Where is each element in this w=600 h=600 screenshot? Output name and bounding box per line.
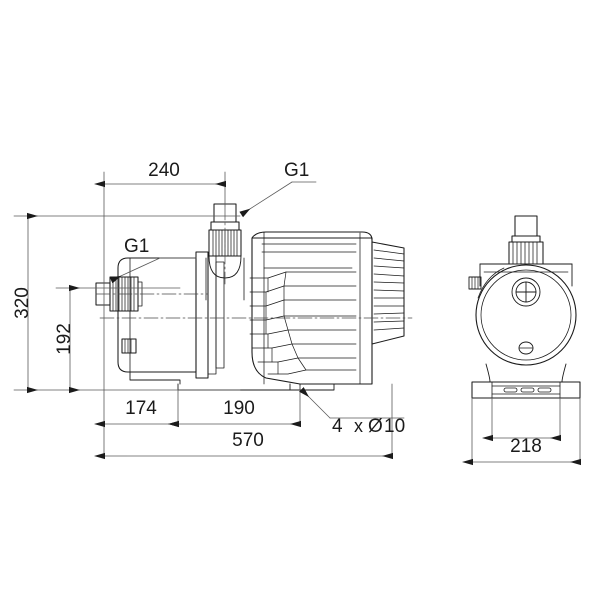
callout-texts: G1 G1 4 x Ø 10 — [124, 160, 405, 437]
dim-192-label: 192 — [54, 323, 75, 355]
side-elevation-view — [95, 203, 413, 391]
label-g1-top: G1 — [284, 160, 309, 181]
dim-570-label: 570 — [232, 430, 264, 451]
drawing-geometry — [13, 171, 581, 466]
diameter-symbol-icon: Ø — [368, 416, 383, 437]
motor-housing — [249, 231, 373, 391]
hole-note-separator: x — [354, 416, 363, 436]
fan-cover — [371, 241, 405, 345]
end-elevation-view — [468, 215, 581, 399]
hole-note-size: 10 — [384, 416, 405, 437]
centre-lines — [95, 205, 413, 319]
hole-note: 4 x Ø 10 — [332, 416, 405, 437]
dimension-texts: 240 320 192 174 190 570 218 — [12, 160, 542, 457]
dim-218-label: 218 — [510, 436, 542, 457]
dim-240-label: 240 — [148, 160, 180, 181]
hole-note-count: 4 — [332, 416, 343, 437]
label-g1-left: G1 — [124, 236, 149, 257]
dim-190-label: 190 — [223, 398, 255, 419]
dim-174-label: 174 — [125, 398, 157, 419]
dimension-lines — [13, 171, 581, 466]
base-slots — [503, 387, 552, 393]
leader-lines — [109, 181, 405, 419]
mounting-base — [177, 383, 301, 391]
dim-320-label: 320 — [12, 287, 33, 319]
drain-plug — [121, 338, 137, 354]
